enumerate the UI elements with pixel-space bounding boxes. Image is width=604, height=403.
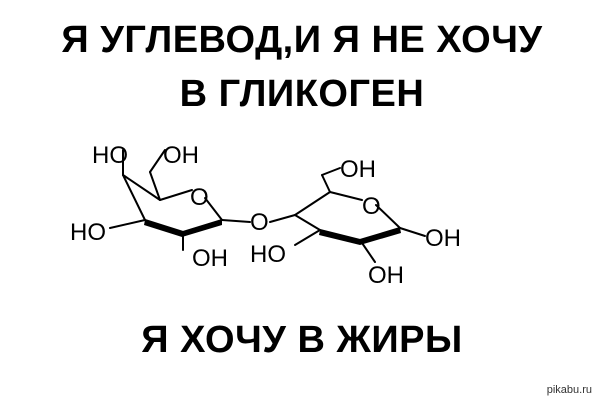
caption-bottom-line: Я ХОЧУ В ЖИРЫ [141, 319, 463, 361]
label-oh-top-right: OH [340, 156, 376, 183]
label-ring-o-right: O [362, 193, 381, 220]
label-ho-top-left: HO [92, 142, 128, 169]
label-oh-right: OH [425, 225, 461, 252]
label-bridge-o: O [250, 209, 269, 236]
caption-top-line-2: В ГЛИКОГЕН [179, 73, 425, 115]
label-ho-left: HO [70, 219, 106, 246]
label-ho-bottom-right: HO [250, 241, 286, 268]
label-ring-o-left: O [190, 184, 209, 211]
caption-top-line-1: Я УГЛЕВОД,И Я НЕ ХОЧУ [61, 19, 543, 61]
label-oh-bottom-left: OH [192, 245, 228, 272]
label-oh-bottom-right: OH [368, 262, 404, 289]
label-oh-top-left: OH [163, 142, 199, 169]
watermark: pikabu.ru [542, 383, 596, 397]
